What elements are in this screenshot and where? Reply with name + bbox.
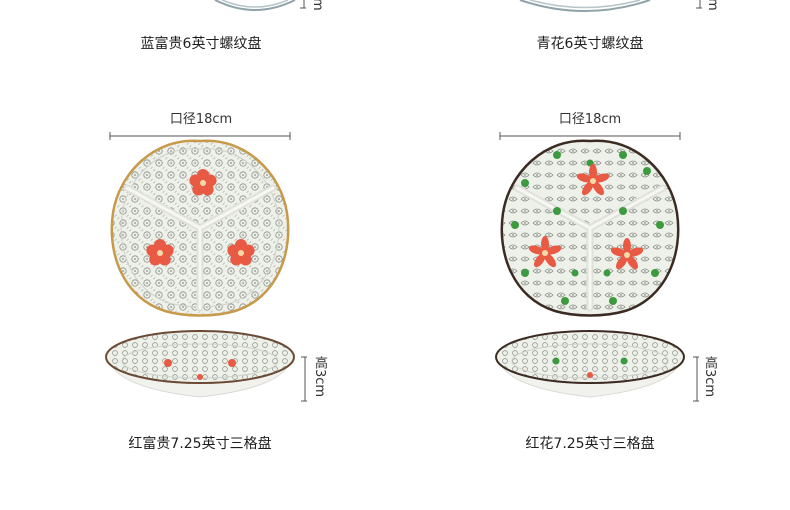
left-height-line: [301, 356, 307, 402]
right-plate-top-view: [500, 139, 680, 317]
right-height-label: 高3cm: [702, 356, 717, 398]
top-right-caption: 青花6英寸螺纹盘: [536, 36, 644, 52]
left-flower-top: [146, 169, 255, 266]
top-right-height-glyph: m: [705, 0, 720, 11]
right-product-caption: 红花7.25英寸三格盘: [525, 436, 655, 452]
right-height-line: [693, 356, 699, 402]
top-left-caption: 蓝富贵6英寸螺纹盘: [140, 36, 262, 52]
right-diameter-line: [499, 132, 681, 140]
top-plate-right: [519, 0, 702, 12]
left-diameter-label: 口径18cm: [169, 112, 233, 127]
right-plate-side-view: [495, 330, 685, 398]
left-plate-side-view: [105, 330, 295, 398]
right-diameter-label: 口径18cm: [558, 112, 622, 127]
top-plate-left: [214, 0, 306, 11]
left-diameter-line: [109, 132, 291, 140]
left-plate-top-view: [110, 139, 290, 317]
left-height-label: 高3cm: [312, 356, 327, 398]
left-product-caption: 红富贵7.25英寸三格盘: [128, 436, 272, 452]
top-left-height-glyph: m: [310, 0, 325, 11]
